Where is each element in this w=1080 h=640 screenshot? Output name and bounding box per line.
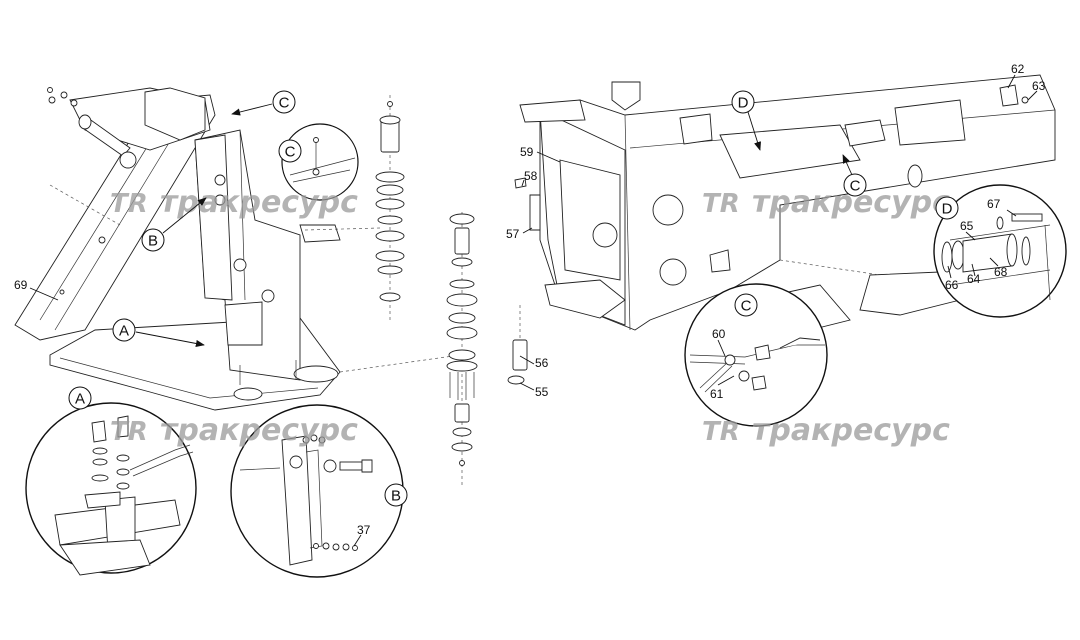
callout-65: 65 [960,219,974,233]
center-exploded-stack [375,95,478,485]
detail-d [933,184,1067,318]
left-boom-assembly [14,87,461,411]
watermark-text: тракресурс [752,413,950,448]
view-label-c: C [741,298,752,315]
part-callouts: 69 37 56 55 57 58 59 60 61 62 63 64 65 6… [14,62,1046,547]
callout-56: 56 [535,356,549,370]
callout-55: 55 [535,385,549,399]
right-frame-assembly [507,74,1056,385]
callout-59: 59 [520,145,534,159]
detail-c-small [281,123,359,201]
watermark-text: тракресурс [160,413,358,448]
callout-68: 68 [994,265,1008,279]
view-label-d: D [942,201,953,218]
callout-62: 62 [1011,62,1025,76]
detail-c-right [684,283,828,427]
detail-b [230,404,404,578]
callout-66: 66 [945,278,959,292]
callout-37: 37 [357,523,371,537]
detail-a [25,402,197,576]
watermark-logo: TR [110,189,148,219]
view-label-c: C [850,178,861,195]
view-label-a: A [119,323,129,340]
view-label-c: C [279,95,290,112]
callout-60: 60 [712,327,726,341]
view-label-b: B [391,488,401,505]
view-label-d: D [738,95,749,112]
view-label-a: A [75,391,85,408]
callout-57: 57 [506,227,520,241]
watermark-logo: TR [702,189,740,219]
callout-61: 61 [710,387,724,401]
callout-69: 69 [14,278,28,292]
callout-58: 58 [524,169,538,183]
callout-67: 67 [987,197,1001,211]
callout-63: 63 [1032,79,1046,93]
callout-64: 64 [967,272,981,286]
view-markers: C C B A A B D C C D [68,90,959,507]
watermark-text: тракресурс [160,185,358,220]
view-label-b: B [148,233,158,250]
watermark: TR тракресурс TR тракресурс TR тракресур… [110,185,950,448]
watermark-logo: TR [702,417,740,447]
view-label-c: C [285,144,296,161]
watermark-logo: TR [110,417,148,447]
